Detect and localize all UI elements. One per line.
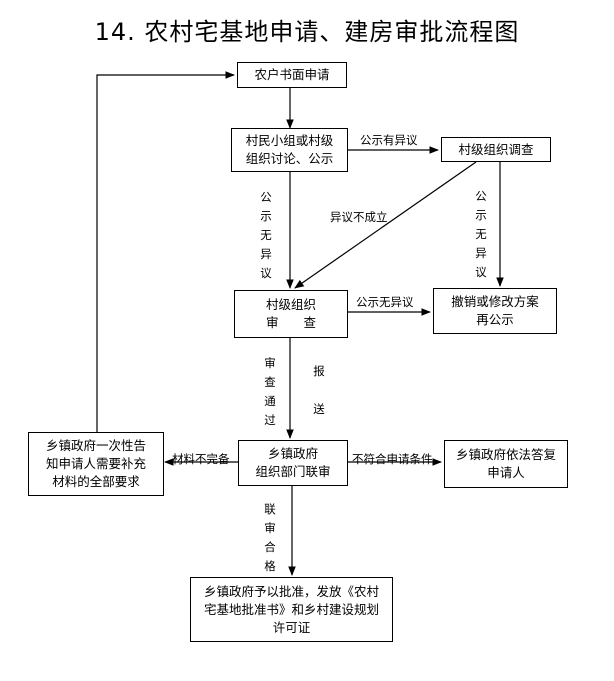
arrow-notify-to-apply (96, 71, 235, 437)
label-objection-invalid: 异议不成立 (330, 210, 388, 224)
box-legal-reply: 乡镇政府依法答复 申请人 (444, 440, 568, 488)
label-no-objection-horizontal: 公示无异议 (356, 295, 414, 309)
arrow-investigate-to-review (294, 161, 477, 289)
box-township-joint-review: 乡镇政府 组织部门联审 (238, 440, 348, 486)
box-notify-applicant: 乡镇政府一次性告 知申请人需要补充 材料的全部要求 (28, 432, 164, 496)
box-revoke-modify: 撤销或修改方案 再公示 (433, 288, 557, 334)
label-objection: 公示有异议 (360, 133, 418, 147)
box-village-review: 村级组织 审 查 (234, 290, 348, 338)
box-farmer-application: 农户书面申请 (237, 62, 347, 88)
label-joint-pass: 联 审 合 格 (264, 502, 276, 573)
label-not-eligible: 不符合申请条件 (352, 452, 433, 466)
label-materials-incomplete: 材料不完备 (172, 452, 230, 466)
box-approval: 乡镇政府予以批准，发放《农村 宅基地批准书》和乡村建设规划 许可证 (190, 577, 393, 642)
box-village-investigation: 村级组织调查 (441, 137, 551, 162)
page-title: 14. 农村宅基地申请、建房审批流程图 (94, 18, 520, 46)
label-no-objection-left: 公 示 无 异 议 (260, 190, 272, 280)
label-review-pass: 审 查 通 过 (264, 356, 276, 427)
label-report: 报 送 (313, 364, 325, 416)
label-no-objection-right: 公 示 无 异 议 (475, 189, 487, 279)
box-group-discussion: 村民小组或村级 组织讨论、公示 (231, 128, 348, 172)
